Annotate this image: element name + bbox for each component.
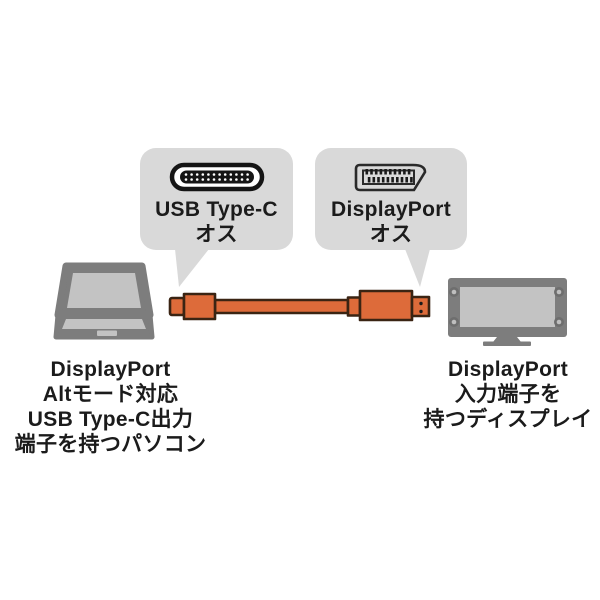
caption-line: DisplayPort <box>448 358 568 381</box>
caption-line: USB Type-C出力 <box>27 408 194 431</box>
laptop-icon <box>53 262 155 340</box>
monitor-caption: DisplayPort 入力端子を 持つディスプレイ <box>408 357 600 432</box>
callout-displayport-gender-label: オス <box>369 223 413 246</box>
caption-line: DisplayPort <box>50 358 171 381</box>
laptop-caption: DisplayPort Altモード対応 USB Type-C出力 端子を持つパ… <box>8 357 213 457</box>
usb-c-to-displayport-cable <box>168 289 431 322</box>
callout-usb-type-c-gender-label: オス <box>195 223 238 246</box>
caption-line: 持つディスプレイ <box>423 408 593 431</box>
caption-line: 入力端子を <box>454 383 562 406</box>
callout-tail-displayport <box>405 249 430 287</box>
callout-usb-type-c: USB Type-C オス <box>140 148 293 250</box>
dp-plug-pin-dot <box>419 301 423 306</box>
monitor-icon <box>448 278 567 346</box>
monitor-bezel-screws <box>449 287 564 327</box>
displayport-connector-icon <box>354 163 427 192</box>
callout-displayport-label: DisplayPort <box>331 198 451 221</box>
callout-displayport: DisplayPort オス <box>315 148 467 250</box>
callout-tail-usb-type-c <box>175 249 209 287</box>
usb-type-c-connector-icon <box>169 162 264 192</box>
callout-usb-type-c-label: USB Type-C <box>155 198 278 221</box>
dp-plug-pin-dot <box>419 309 423 314</box>
caption-line: 端子を持つパソコン <box>14 433 207 456</box>
caption-line: Altモード対応 <box>42 383 179 406</box>
